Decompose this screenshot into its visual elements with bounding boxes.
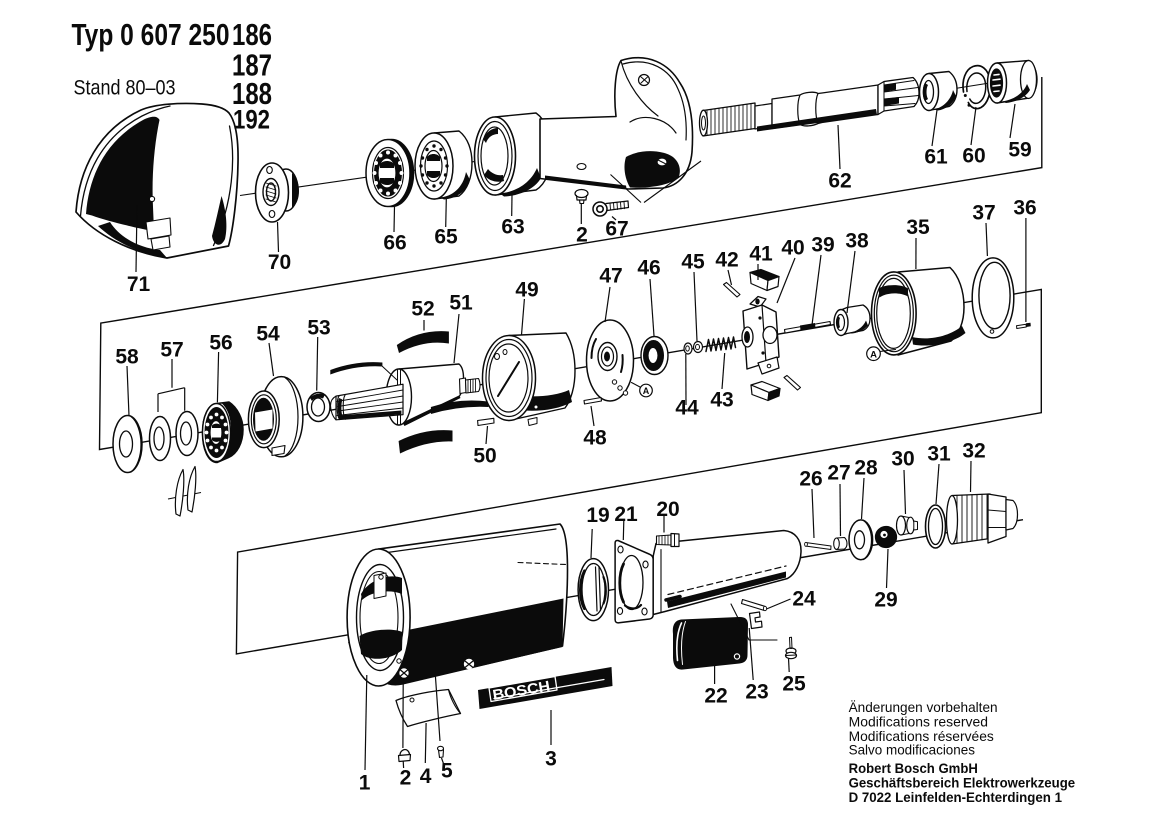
svg-text:192: 192 (233, 105, 270, 135)
svg-text:57: 57 (160, 339, 183, 362)
svg-text:35: 35 (906, 216, 930, 239)
svg-text:60: 60 (962, 145, 985, 168)
svg-text:Änderungen vorbehalten: Änderungen vorbehalten (849, 699, 998, 715)
svg-text:40: 40 (781, 237, 804, 260)
svg-text:45: 45 (681, 251, 705, 274)
svg-text:71: 71 (127, 273, 151, 296)
svg-text:46: 46 (637, 257, 660, 280)
svg-text:42: 42 (715, 249, 738, 272)
svg-text:Typ 0 607 250: Typ 0 607 250 (72, 17, 230, 52)
svg-text:188: 188 (232, 76, 272, 111)
svg-text:23: 23 (745, 681, 768, 704)
svg-text:D 7022 Leinfelden-Echterdingen: D 7022 Leinfelden-Echterdingen 1 (849, 789, 1063, 805)
svg-text:26: 26 (799, 468, 822, 491)
svg-text:66: 66 (383, 232, 406, 255)
svg-text:4: 4 (420, 765, 432, 788)
svg-text:58: 58 (115, 346, 139, 369)
svg-text:43: 43 (710, 389, 733, 412)
svg-text:47: 47 (599, 265, 622, 288)
svg-text:3: 3 (545, 748, 557, 771)
svg-text:25: 25 (782, 673, 806, 696)
svg-text:Salvo modificaciones: Salvo modificaciones (849, 742, 975, 758)
svg-text:19: 19 (586, 504, 609, 527)
svg-text:50: 50 (473, 445, 496, 468)
svg-text:56: 56 (209, 332, 232, 355)
svg-text:67: 67 (605, 218, 628, 241)
svg-text:51: 51 (449, 292, 473, 315)
svg-text:2: 2 (576, 224, 588, 247)
svg-text:1: 1 (359, 772, 371, 795)
svg-text:70: 70 (268, 251, 291, 274)
svg-text:37: 37 (972, 202, 995, 225)
svg-text:20: 20 (656, 498, 679, 521)
svg-text:48: 48 (583, 427, 607, 450)
svg-text:A: A (870, 350, 877, 361)
svg-text:52: 52 (411, 298, 434, 321)
svg-text:30: 30 (891, 448, 914, 471)
svg-text:5: 5 (441, 760, 453, 783)
svg-text:186: 186 (232, 17, 272, 52)
svg-text:54: 54 (256, 323, 280, 346)
svg-text:24: 24 (792, 588, 816, 611)
svg-text:36: 36 (1013, 197, 1036, 220)
svg-text:27: 27 (827, 462, 850, 485)
svg-text:A: A (643, 386, 650, 396)
svg-text:61: 61 (924, 146, 948, 169)
svg-text:44: 44 (675, 397, 699, 420)
svg-text:63: 63 (501, 216, 524, 239)
svg-text:59: 59 (1008, 139, 1031, 162)
svg-text:22: 22 (704, 685, 727, 708)
svg-text:187: 187 (232, 48, 272, 83)
svg-text:Modifications reserved: Modifications reserved (849, 714, 988, 730)
svg-text:Stand 80–03: Stand 80–03 (74, 77, 176, 100)
svg-text:32: 32 (962, 440, 985, 463)
svg-text:53: 53 (307, 317, 330, 340)
svg-text:Robert Bosch GmbH: Robert Bosch GmbH (849, 760, 978, 776)
svg-text:28: 28 (854, 457, 878, 480)
svg-text:39: 39 (811, 234, 834, 257)
svg-text:2: 2 (400, 767, 412, 790)
svg-text:65: 65 (434, 226, 458, 249)
svg-text:21: 21 (614, 503, 638, 526)
svg-text:62: 62 (828, 170, 851, 193)
svg-text:Geschäftsbereich Elektrowerkze: Geschäftsbereich Elektrowerkzeuge (849, 775, 1076, 791)
svg-text:31: 31 (927, 443, 951, 466)
svg-text:Modifications réservées: Modifications réservées (849, 728, 994, 744)
svg-text:38: 38 (845, 230, 869, 253)
svg-text:29: 29 (874, 589, 897, 612)
svg-text:49: 49 (515, 279, 538, 302)
svg-text:41: 41 (749, 243, 773, 266)
